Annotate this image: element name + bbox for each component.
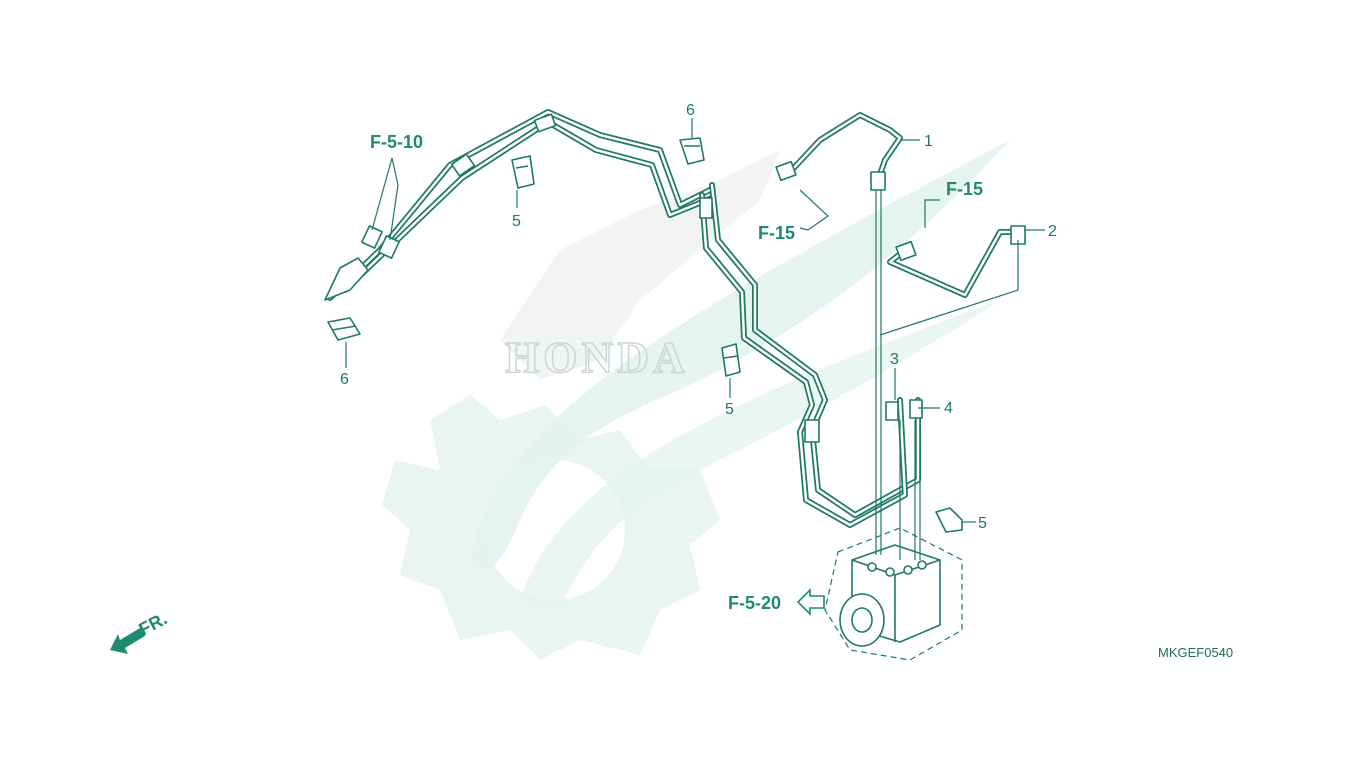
pipe-sleeve xyxy=(450,153,476,177)
ref-f-15: F-15 xyxy=(946,179,983,199)
flare-nut xyxy=(909,399,923,419)
leader-lines xyxy=(345,118,1045,523)
pipe-sleeve xyxy=(533,113,557,133)
callout-1: 1 xyxy=(924,133,933,150)
flare-nut xyxy=(895,240,917,262)
flare-nut xyxy=(361,225,383,249)
abs-modulator xyxy=(824,190,963,661)
pipe-clamp-5c xyxy=(935,507,963,533)
ref-f-15: F-15 xyxy=(758,223,795,243)
pipe-2 xyxy=(887,229,1021,298)
banjo-fitting xyxy=(324,257,369,301)
callout-6: 6 xyxy=(340,371,349,388)
ref-f-5-20: F-5-20 xyxy=(728,593,781,613)
flare-nut xyxy=(870,171,886,191)
callout-3: 3 xyxy=(890,351,899,368)
pipe-sleeve xyxy=(699,197,713,219)
watermark-text: HONDA xyxy=(505,333,689,382)
pipe-clamp-5a xyxy=(511,155,535,189)
honda-watermark: HONDA xyxy=(382,140,1010,660)
flare-nut xyxy=(378,235,400,259)
brake-pipes xyxy=(324,109,1026,528)
arrow-left-down-icon xyxy=(110,628,145,654)
callouts: 1 2 3 4 5 5 5 6 6 xyxy=(340,102,1057,532)
grommet-clip-6b xyxy=(327,317,361,341)
callout-6: 6 xyxy=(686,102,695,119)
clamps xyxy=(327,137,963,533)
pipe-1 xyxy=(787,112,903,183)
left-pipe-run xyxy=(327,109,715,301)
flare-nut xyxy=(775,160,797,182)
flare-nut xyxy=(885,401,899,421)
pipe-sleeve xyxy=(804,419,820,443)
callout-5: 5 xyxy=(978,515,987,532)
callout-5: 5 xyxy=(725,401,734,418)
front-direction-indicator: FR. xyxy=(110,608,170,654)
hollow-arrow-left-icon xyxy=(796,588,825,616)
callout-2: 2 xyxy=(1048,223,1057,240)
cross-references: F-5-10 F-15 F-15 F-5-20 xyxy=(370,132,983,616)
diagram-code: MKGEF0540 xyxy=(1158,645,1233,660)
ref-f-5-10: F-5-10 xyxy=(370,132,423,152)
pipe-clamp-5b xyxy=(721,343,741,377)
callout-4: 4 xyxy=(944,400,953,417)
grommet-clip-6a xyxy=(679,137,705,165)
callout-5: 5 xyxy=(512,213,521,230)
